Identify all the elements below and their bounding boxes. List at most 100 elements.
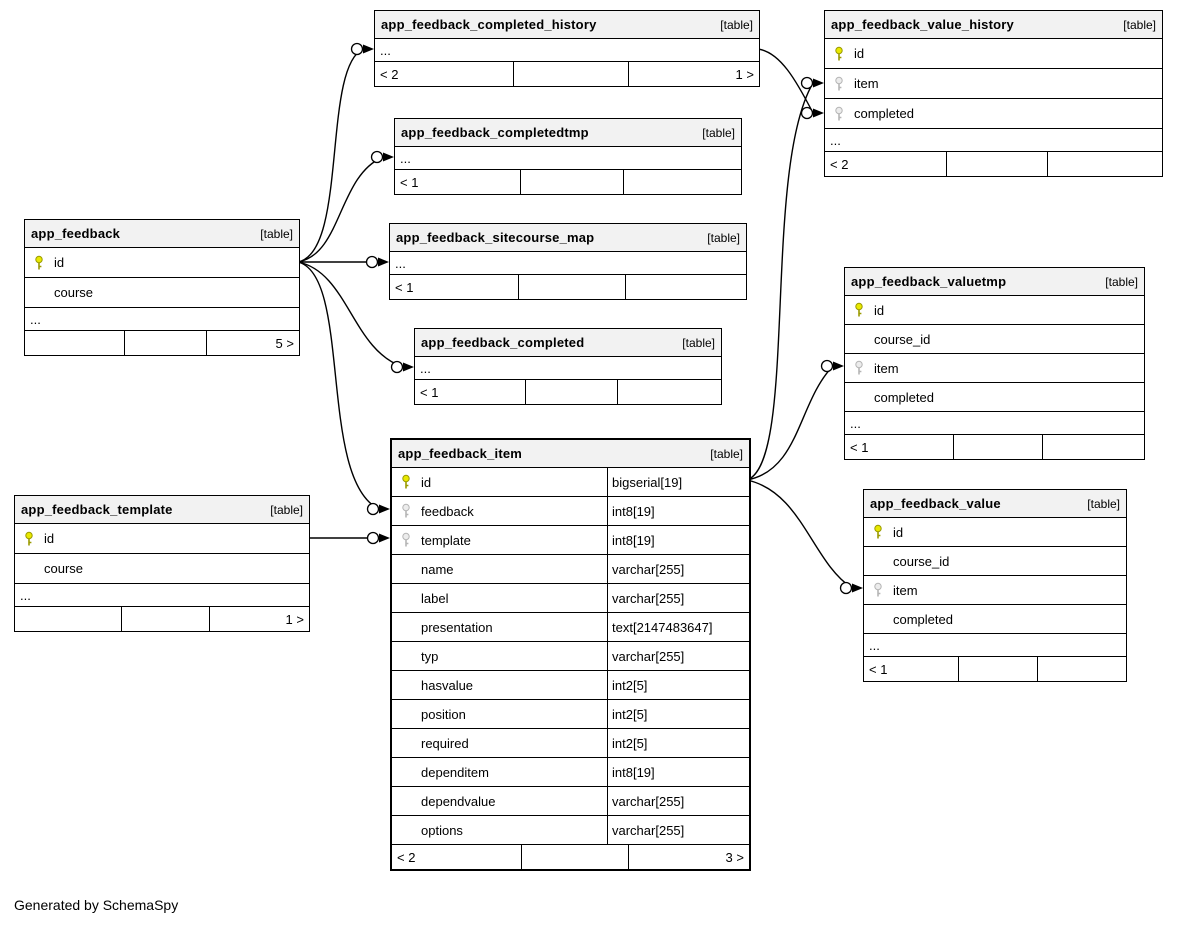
relationship-line [297, 261, 380, 510]
relationship-endpoint-circle [366, 531, 380, 545]
column-name: presentation [421, 619, 493, 635]
relationship-arrowhead [403, 362, 414, 372]
table-node-app_feedback_valuetmp[interactable]: app_feedback_valuetmp [table] id course_… [844, 267, 1145, 460]
column-name: id [421, 474, 432, 490]
table-node-app_feedback_completed_history[interactable]: app_feedback_completed_history [table] .… [374, 10, 760, 87]
table-node-app_feedback_template[interactable]: app_feedback_template [table] id course … [14, 495, 310, 632]
column-row: item [845, 354, 1144, 383]
column-row: feedback int8[19] [392, 497, 749, 526]
column-name: template [421, 532, 471, 548]
footer-left-count: < 1 [869, 661, 888, 677]
relationship-endpoint-circle [370, 150, 384, 164]
foreign-key-icon [831, 76, 846, 92]
relationship-arrowhead [379, 533, 390, 543]
footer-left-count: < 1 [420, 384, 439, 400]
table-node-app_feedback_sitecourse_map[interactable]: app_feedback_sitecourse_map [table] ... … [389, 223, 747, 300]
column-row: item [825, 69, 1162, 99]
table-node-app_feedback_item[interactable]: app_feedback_item [table] id bigserial[1… [390, 438, 751, 871]
footer-right-count [623, 170, 741, 194]
table-name[interactable]: app_feedback_item [398, 446, 523, 461]
table-tag: [table] [260, 226, 293, 241]
columns-ellipsis: ... [390, 252, 746, 275]
table-header: app_feedback_template [table] [15, 496, 309, 524]
table-node-app_feedback_completedtmp[interactable]: app_feedback_completedtmp [table] ... < … [394, 118, 742, 195]
table-name[interactable]: app_feedback_sitecourse_map [396, 230, 595, 245]
table-footer: < 2 3 > [392, 845, 749, 869]
column-row: id [15, 524, 309, 554]
columns-ellipsis: ... [864, 634, 1126, 657]
footer-center-cell [520, 845, 628, 869]
table-name[interactable]: app_feedback_value_history [831, 17, 1014, 32]
table-tag: [table] [1123, 17, 1156, 32]
footer-center-cell [525, 380, 617, 404]
table-tag: [table] [702, 125, 735, 140]
table-tag: [table] [710, 446, 743, 461]
table-footer: < 1 [395, 170, 741, 194]
footer-center-cell [958, 657, 1037, 681]
table-header: app_feedback_sitecourse_map [table] [390, 224, 746, 252]
footer-left-count: < 1 [400, 174, 419, 190]
relationship-line [746, 82, 814, 481]
table-footer: < 1 [415, 380, 721, 404]
columns-ellipsis: ... [15, 584, 309, 607]
column-row: required int2[5] [392, 729, 749, 758]
table-name[interactable]: app_feedback_completed_history [381, 17, 597, 32]
table-node-app_feedback[interactable]: app_feedback [table] id course ... 5 > [24, 219, 300, 356]
column-row: item [864, 576, 1126, 605]
table-footer: 1 > [15, 607, 309, 631]
table-name[interactable]: app_feedback_value [870, 496, 1001, 511]
relationship-line [297, 48, 364, 263]
column-name: course [44, 561, 84, 576]
column-name: name [421, 561, 454, 577]
footer-center-cell [946, 152, 1047, 176]
table-tag: [table] [1087, 496, 1120, 511]
columns-ellipsis: ... [25, 308, 299, 331]
column-row: position int2[5] [392, 700, 749, 729]
footer-right-count: 1 > [209, 607, 309, 631]
table-name[interactable]: app_feedback_valuetmp [851, 274, 1007, 289]
column-type: varchar[255] [607, 584, 749, 612]
column-row: completed [825, 99, 1162, 129]
relationship-line [297, 261, 404, 368]
columns-ellipsis: ... [415, 357, 721, 380]
column-name: completed [874, 389, 934, 405]
column-name: required [421, 735, 469, 751]
column-name: typ [421, 648, 439, 664]
table-footer: < 1 [390, 275, 746, 299]
column-name: id [874, 302, 885, 318]
columns-ellipsis: ... [845, 412, 1144, 435]
table-name[interactable]: app_feedback [31, 226, 121, 241]
relationship-line [746, 479, 853, 589]
column-name: dependitem [421, 764, 489, 780]
footer-center-cell [952, 435, 1043, 459]
column-type: int8[19] [607, 526, 749, 554]
table-footer: < 1 [864, 657, 1126, 681]
table-header: app_feedback_valuetmp [table] [845, 268, 1144, 296]
foreign-key-icon [398, 503, 413, 519]
table-header: app_feedback [table] [25, 220, 299, 248]
table-header: app_feedback_completedtmp [table] [395, 119, 741, 147]
column-type: bigserial[19] [607, 468, 749, 496]
table-name[interactable]: app_feedback_completedtmp [401, 125, 589, 140]
column-row: options varchar[255] [392, 816, 749, 845]
table-name[interactable]: app_feedback_completed [421, 335, 585, 350]
table-node-app_feedback_value_history[interactable]: app_feedback_value_history [table] id it… [824, 10, 1163, 177]
relationship-endpoint-circle [390, 360, 404, 374]
column-row: course_id [864, 547, 1126, 576]
footer-left-count [15, 607, 121, 631]
relationship-arrowhead [813, 108, 824, 118]
foreign-key-icon [398, 532, 413, 548]
relationship-line [757, 48, 814, 114]
table-node-app_feedback_completed[interactable]: app_feedback_completed [table] ... < 1 [414, 328, 722, 405]
generator-credit: Generated by SchemaSpy [14, 897, 179, 913]
relationship-arrowhead [833, 361, 844, 371]
column-row: id [25, 248, 299, 278]
table-tag: [table] [270, 502, 303, 517]
table-header: app_feedback_value [table] [864, 490, 1126, 518]
table-name[interactable]: app_feedback_template [21, 502, 173, 517]
column-name: id [893, 524, 904, 540]
column-name: id [44, 531, 55, 546]
table-tag: [table] [720, 17, 753, 32]
table-node-app_feedback_value[interactable]: app_feedback_value [table] id course_id … [863, 489, 1127, 682]
